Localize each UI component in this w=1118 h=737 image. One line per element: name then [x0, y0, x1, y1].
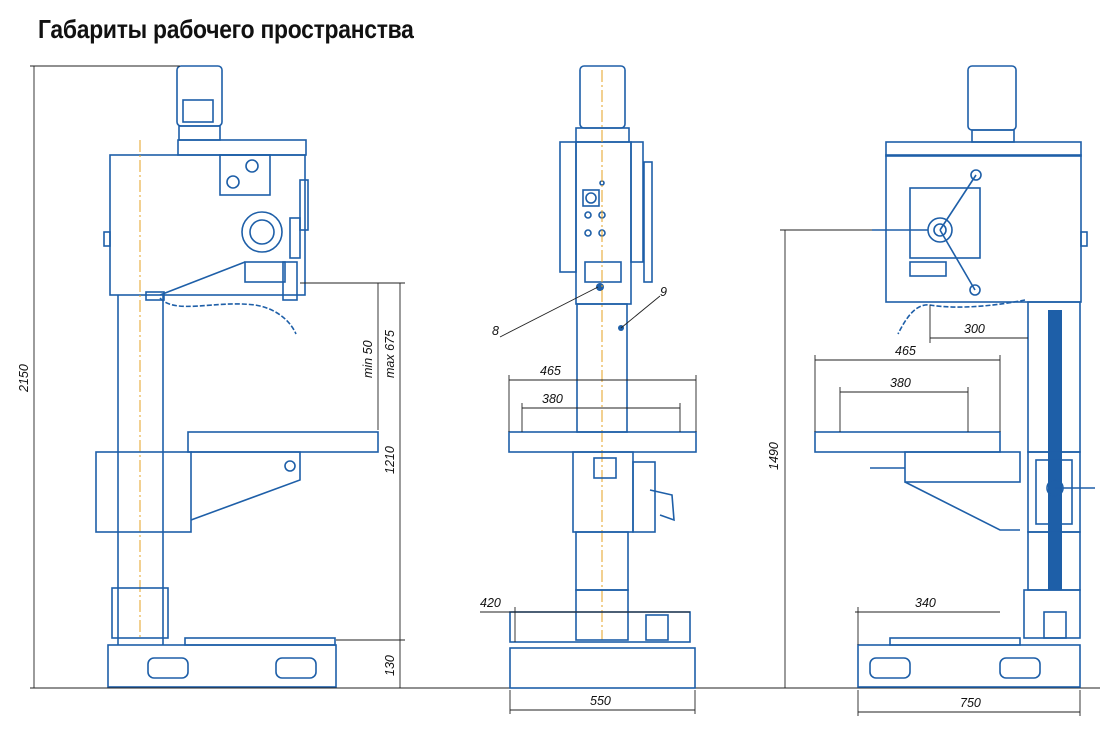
dim-1210: 1210 — [383, 446, 397, 474]
page-title: Габариты рабочего пространства — [38, 14, 414, 44]
dim-max-stroke: max 675 — [383, 330, 397, 378]
dim-420: 420 — [480, 596, 501, 610]
dim-465: 465 — [540, 364, 561, 378]
dim-380: 380 — [542, 392, 563, 406]
dim-300: 300 — [964, 322, 985, 336]
dim-130: 130 — [383, 655, 397, 676]
dim-380-side: 380 — [890, 376, 911, 390]
middle-view-machine — [508, 65, 697, 689]
dim-550: 550 — [590, 694, 611, 708]
dim-2150: 2150 — [17, 364, 31, 393]
right-view-dimensions: 1490 300 465 380 340 750 — [767, 229, 1081, 716]
dim-750: 750 — [960, 696, 981, 710]
dim-340: 340 — [915, 596, 936, 610]
dim-min-stroke: min 50 — [361, 340, 375, 378]
label-8: 8 — [492, 324, 499, 338]
right-view-machine — [814, 65, 1095, 688]
left-view-machine — [95, 65, 379, 688]
middle-view-dimensions: 8 9 465 380 420 550 — [480, 285, 697, 714]
label-9: 9 — [660, 285, 667, 299]
dim-1490: 1490 — [767, 442, 781, 470]
dim-465-side: 465 — [895, 344, 916, 358]
